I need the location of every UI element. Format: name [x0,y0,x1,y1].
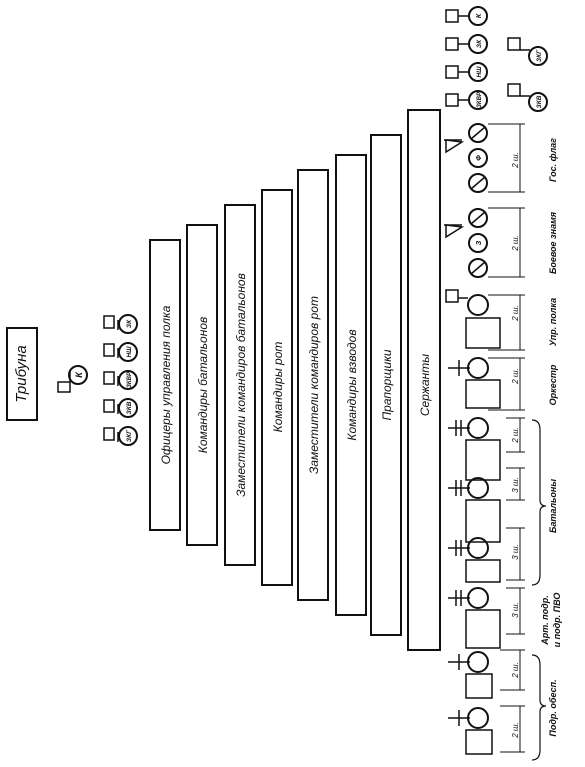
battle-banner-letter: З [476,240,483,245]
distance-label: 2 ш. [511,152,520,169]
distance-label: 3 ш. [511,544,520,560]
rank-bar-label: Командиры взводов [345,329,359,440]
officer-marker: ЗК [103,314,138,334]
top-right-officer-label: К [476,13,483,18]
rank-bar [186,224,218,546]
rank-bar [335,154,367,616]
rank-bar [297,169,329,601]
state-flag-letter: Ф [476,155,483,161]
officer-marker: ЗКВР [103,370,138,390]
distance-label: 2 ш. [511,722,520,739]
tribune-label: Трибуна [13,345,30,403]
officer-label: НШ [126,346,133,358]
rank-bar-label: Заместители командиров рот [307,296,321,474]
distance-label: 2 ш. [511,427,520,444]
distance-label: 2 ш. [511,662,520,679]
rank-bar [224,204,256,566]
distance-label: 2 ш. [511,368,520,385]
control-unit-label: Упр. полка [548,298,558,346]
rank-bars: Офицеры управления полка Командиры батал… [149,109,441,651]
artillery-unit: 3 ш. Арт. подр. и подр. ПВО [448,587,562,649]
distance-label: 2 ш. [511,235,520,252]
rank-bar-label: Офицеры управления полка [159,305,173,464]
rank-bar-label: Сержанты [418,354,432,416]
officer-marker: ЗКГ [103,426,138,446]
rank-bar-label: Командиры батальонов [196,317,210,454]
battle-banner-label: Боевое знамя [548,211,558,274]
top-right-officer-label: ЗК [476,39,483,48]
artillery-label-line2: и подр. ПВО [552,593,562,648]
rank-bar-label: Заместители командиров батальонов [234,273,248,497]
top-right-officer-label: ЗКГ [536,49,543,62]
battalions-label: Батальоны [548,479,558,533]
rank-bar [370,134,402,636]
officer-label: ЗКВР [127,371,133,388]
rank-bar-label: Командиры рот [271,342,285,433]
top-right-officer-label: ЗКВР [477,91,483,108]
artillery-label-line1: Арт. подр. [540,595,550,645]
control-unit: 2 ш. Упр. полка [445,289,558,351]
orchestra-unit: 2 ш. Оркестр [448,357,558,411]
officer-label: ЗКГ [126,429,133,442]
top-right-officer-label: ЗКВ [536,95,543,108]
distance-label: 3 ш. [511,602,520,618]
top-right-officers: К ЗК НШ ЗКВР ЗКГ ЗКВ [445,6,548,112]
distance-label: 2 ш. [511,305,520,322]
rank-bar [261,189,293,586]
officer-marker: ЗКВ [103,398,138,418]
top-right-officer-label: НШ [476,66,483,78]
state-flag-label: Гос. флаг [548,138,558,182]
tribune: Трибуна [6,327,38,421]
rank-bar-label: Прапорщики [380,349,394,420]
distance-label: 3 ш. [511,477,520,493]
battle-banner-group: З 2 ш. Боевое знамя [444,207,558,278]
support-label: Подр. обесп. [548,679,558,736]
orchestra-label: Оркестр [548,364,558,405]
rank-bar [407,109,441,651]
rank-bar [149,239,181,531]
officer-label: ЗК [126,319,133,328]
support-units: 2 ш. 2 ш. Подр. обесп. [448,649,558,761]
commander-label: К [74,371,84,378]
state-flag-group: Ф 2 ш. Гос. флаг [444,123,558,193]
officer-label: ЗКВ [126,401,133,414]
battalions-group: 2 ш. 3 ш. 3 ш. Батальоны [448,417,558,586]
officer-marker: НШ [103,342,138,362]
commander-marker: К [57,365,88,393]
officers-group: ЗКГ ЗКВ ЗКВР НШ [103,314,138,446]
